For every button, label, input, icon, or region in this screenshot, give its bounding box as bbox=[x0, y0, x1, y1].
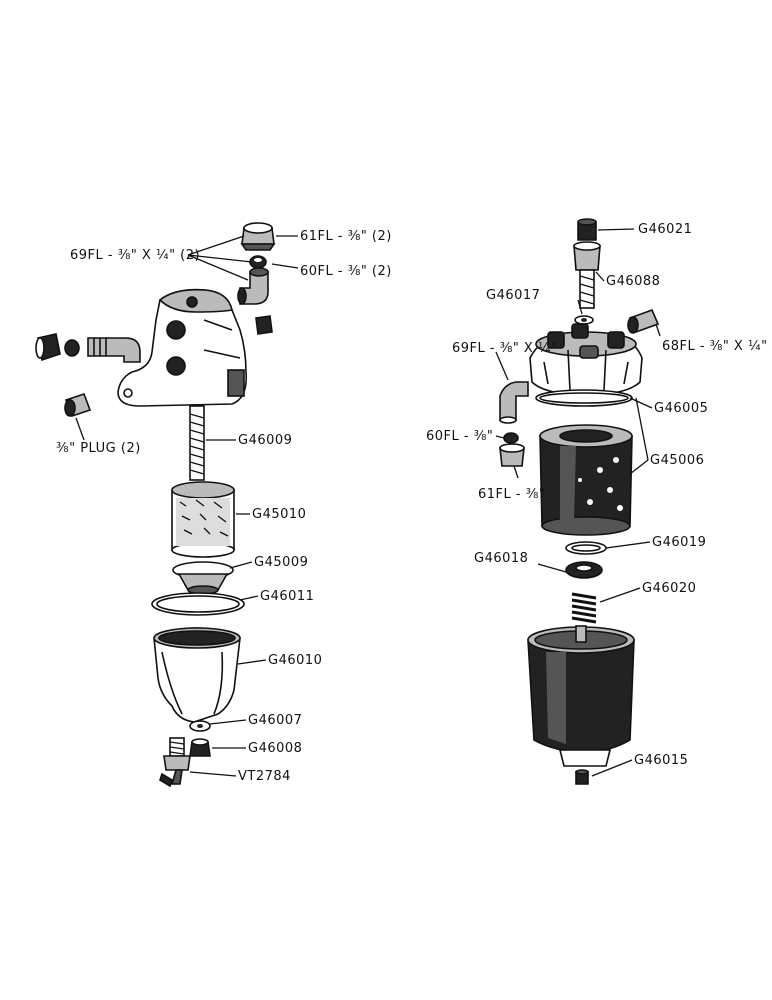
label-g46088: G46088 bbox=[606, 274, 660, 289]
right-head-gasket bbox=[535, 389, 633, 407]
label-g46005: G46005 bbox=[654, 401, 708, 416]
right-spring bbox=[571, 592, 597, 624]
label-60fl-left: 60FL - ⅜" (2) bbox=[300, 264, 392, 279]
left-side-nut bbox=[35, 333, 61, 362]
left-side-elbow bbox=[87, 337, 141, 363]
right-drain-plug bbox=[575, 769, 589, 785]
label-61fl-left: 61FL - ⅜" (2) bbox=[300, 229, 392, 244]
left-drain-cock bbox=[159, 737, 191, 788]
right-washer bbox=[574, 315, 594, 325]
label-g46011: G46011 bbox=[260, 589, 314, 604]
label-g45010: G45010 bbox=[252, 507, 306, 522]
right-labels: G46021 G46088 G46017 68FL - ⅜" X ¼" 69FL… bbox=[426, 222, 768, 768]
label-g46009: G46009 bbox=[238, 433, 292, 448]
label-plug: ⅜" PLUG (2) bbox=[56, 441, 141, 456]
label-g46015: G46015 bbox=[634, 753, 688, 768]
right-filter-head bbox=[529, 323, 643, 397]
left-washer bbox=[189, 720, 211, 732]
left-cup bbox=[172, 561, 234, 595]
label-60fl-right: 60FL - ⅜" bbox=[426, 429, 493, 444]
label-g45009: G45009 bbox=[254, 555, 308, 570]
label-69fl-right: 69FL - ⅜" X ¼" bbox=[452, 341, 558, 356]
label-g46008: G46008 bbox=[248, 741, 302, 756]
label-61fl-right: 61FL - ⅜" bbox=[478, 487, 545, 502]
left-nut bbox=[189, 738, 211, 757]
label-69fl-left: 69FL - ⅜" X ¼" (2) bbox=[70, 248, 200, 263]
right-69fl-elbow bbox=[499, 381, 529, 424]
left-bowl bbox=[153, 627, 241, 723]
label-g46010: G46010 bbox=[268, 653, 322, 668]
label-g46020: G46020 bbox=[642, 581, 696, 596]
right-bolt bbox=[573, 241, 601, 309]
left-leader-lines bbox=[75, 235, 299, 777]
right-68fl-fitting bbox=[627, 308, 660, 334]
left-filter-element bbox=[171, 481, 235, 558]
left-bracket-nut bbox=[255, 315, 273, 335]
left-plug bbox=[64, 392, 92, 418]
label-g46018: G46018 bbox=[474, 551, 528, 566]
left-center-bolt bbox=[189, 405, 205, 481]
left-gasket bbox=[151, 592, 245, 616]
left-side-washer bbox=[64, 339, 80, 357]
label-68fl-right: 68FL - ⅜" X ¼" bbox=[662, 339, 768, 354]
right-60fl-fitting bbox=[503, 432, 519, 444]
label-vt2784: VT2784 bbox=[238, 769, 291, 784]
right-retainer bbox=[565, 561, 603, 579]
label-g46017: G46017 bbox=[486, 288, 540, 303]
left-filter-assembly bbox=[35, 222, 276, 788]
right-61fl-fitting bbox=[499, 443, 525, 467]
left-61fl-fitting bbox=[240, 222, 276, 251]
left-69fl-elbow bbox=[237, 267, 269, 305]
label-g46021: G46021 bbox=[638, 222, 692, 237]
label-g46019: G46019 bbox=[652, 535, 706, 550]
right-leader-lines bbox=[495, 228, 661, 777]
right-bowl bbox=[527, 625, 635, 767]
right-cap-nut bbox=[577, 218, 597, 241]
label-g46007: G46007 bbox=[248, 713, 302, 728]
right-filter-element bbox=[539, 424, 633, 536]
label-g45006: G45006 bbox=[650, 453, 704, 468]
left-labels: 69FL - ⅜" X ¼" (2) 61FL - ⅜" (2) 60FL - … bbox=[56, 229, 392, 784]
left-filter-head bbox=[117, 288, 248, 407]
left-60fl-fitting bbox=[249, 255, 267, 269]
right-filter-assembly bbox=[499, 218, 660, 785]
right-seal-ring bbox=[565, 541, 607, 555]
